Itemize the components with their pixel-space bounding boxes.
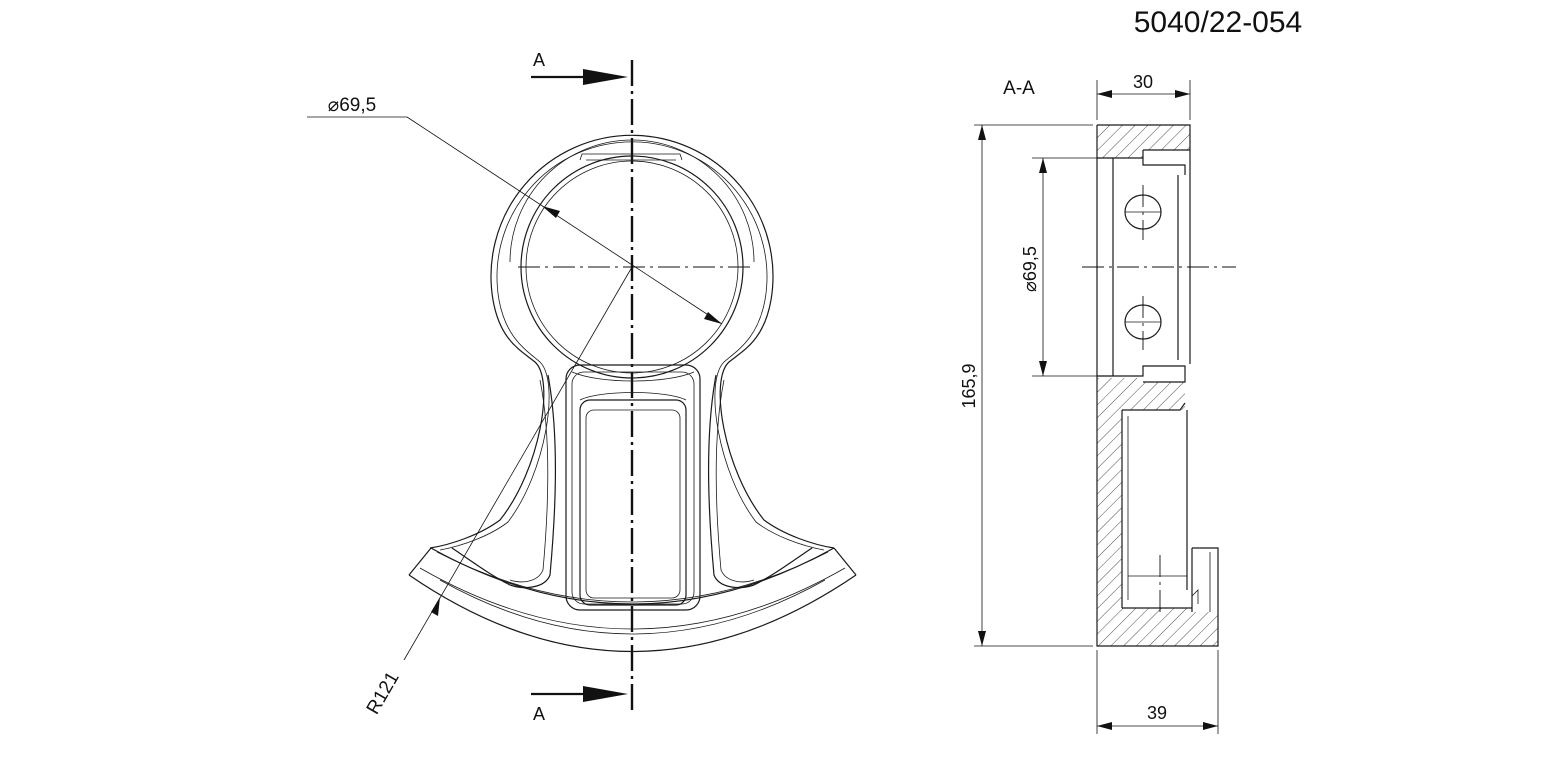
- section-cut-indicator-top: A: [531, 50, 628, 85]
- front-diameter-label: ⌀69,5: [328, 95, 376, 116]
- ring-body: [490, 134, 774, 379]
- section-view: A-A: [959, 72, 1236, 734]
- section-top-width-label: 30: [1133, 72, 1153, 92]
- drawing-number: 5040/22-054: [1134, 6, 1303, 39]
- cut-label-top: A: [533, 50, 545, 70]
- cut-label-bottom: A: [533, 704, 545, 724]
- section-height-label: 165,9: [959, 363, 979, 408]
- front-view: A A: [307, 50, 857, 724]
- front-diameter-dimension: ⌀69,5: [307, 95, 723, 325]
- front-radius-label: R121: [363, 668, 404, 718]
- section-view-title: A-A: [1003, 78, 1035, 99]
- bracket-body: [408, 299, 857, 652]
- section-bottom-width-dimension: 39: [1096, 650, 1219, 734]
- section-height-dimension: 165,9: [959, 124, 1093, 647]
- section-outline: [1096, 124, 1219, 647]
- section-cut-indicator-bottom: A: [531, 686, 628, 724]
- section-diameter-dimension: ⌀69,5: [1020, 157, 1113, 377]
- section-bottom-width-label: 39: [1147, 703, 1167, 723]
- section-diameter-label: ⌀69,5: [1020, 246, 1040, 292]
- front-radius-dimension: R121: [363, 266, 633, 718]
- section-top-width-dimension: 30: [1096, 72, 1191, 120]
